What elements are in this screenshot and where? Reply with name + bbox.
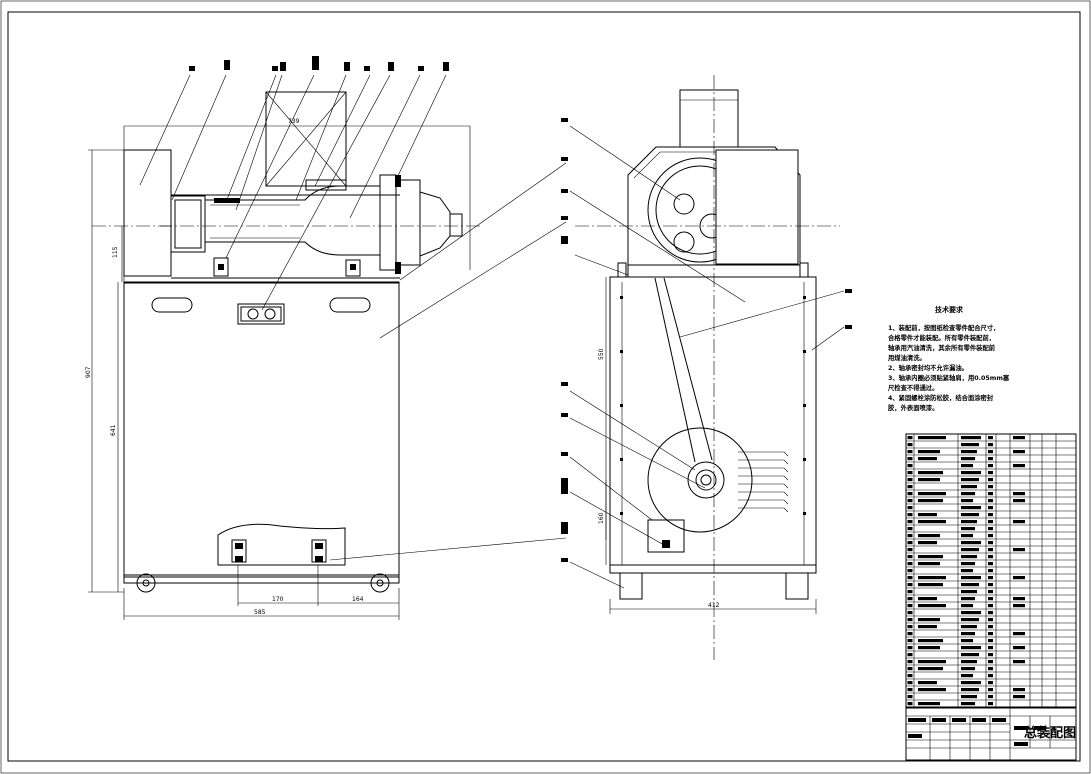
side-balloon-numbers xyxy=(561,118,852,562)
dim-170: 170 xyxy=(272,596,284,603)
tech-req-line-8: 4、紧固螺栓涂防松胶，结合面涂密封 xyxy=(888,393,994,402)
title-block: 总装配图 xyxy=(905,707,1077,761)
tech-req-line-5: 2、轴承密封均不允许漏油。 xyxy=(888,363,968,372)
rivets xyxy=(620,296,806,515)
tech-req-title: 技术要求 xyxy=(935,305,964,314)
tech-req-line-9: 胶，外表面喷漆。 xyxy=(888,403,938,412)
front-view: 739 115 xyxy=(85,56,567,620)
dim-top-width: 739 xyxy=(288,118,300,125)
dim-412: 412 xyxy=(708,602,720,609)
parts-list xyxy=(905,433,1077,708)
dim-160: 160 xyxy=(598,512,605,524)
tech-req-line-4: 用煤油清洗。 xyxy=(887,353,926,362)
balloon-numbers xyxy=(189,56,449,71)
dim-585: 585 xyxy=(254,609,266,616)
dim-115: 115 xyxy=(112,246,119,258)
dim-641: 641 xyxy=(110,424,117,436)
drawing-title: 总装配图 xyxy=(1024,725,1076,741)
tech-req-line-2: 合格零件才能装配。所有零件装配前， xyxy=(887,333,995,342)
inner-frame xyxy=(7,11,1081,762)
tech-req-line-6: 3、轴承内圈必须贴紧轴肩，用0.05mm塞 xyxy=(888,373,1010,382)
dim-550: 550 xyxy=(598,348,605,360)
tech-req-line-3: 轴承用汽油清洗，其余所有零件装配前 xyxy=(888,343,996,352)
dim-164: 164 xyxy=(352,596,364,603)
technical-requirements: 技术要求 1、装配前，按图纸检查零件配合尺寸， 合格零件才能装配。所有零件装配前… xyxy=(887,305,1010,412)
side-view: 550 160 412 xyxy=(561,75,852,660)
dim-907: 907 xyxy=(85,366,92,378)
tech-req-line-7: 尺检查不得通过。 xyxy=(888,383,938,392)
tech-req-line-1: 1、装配前，按图纸检查零件配合尺寸， xyxy=(888,323,999,332)
vent-slots xyxy=(738,451,789,513)
